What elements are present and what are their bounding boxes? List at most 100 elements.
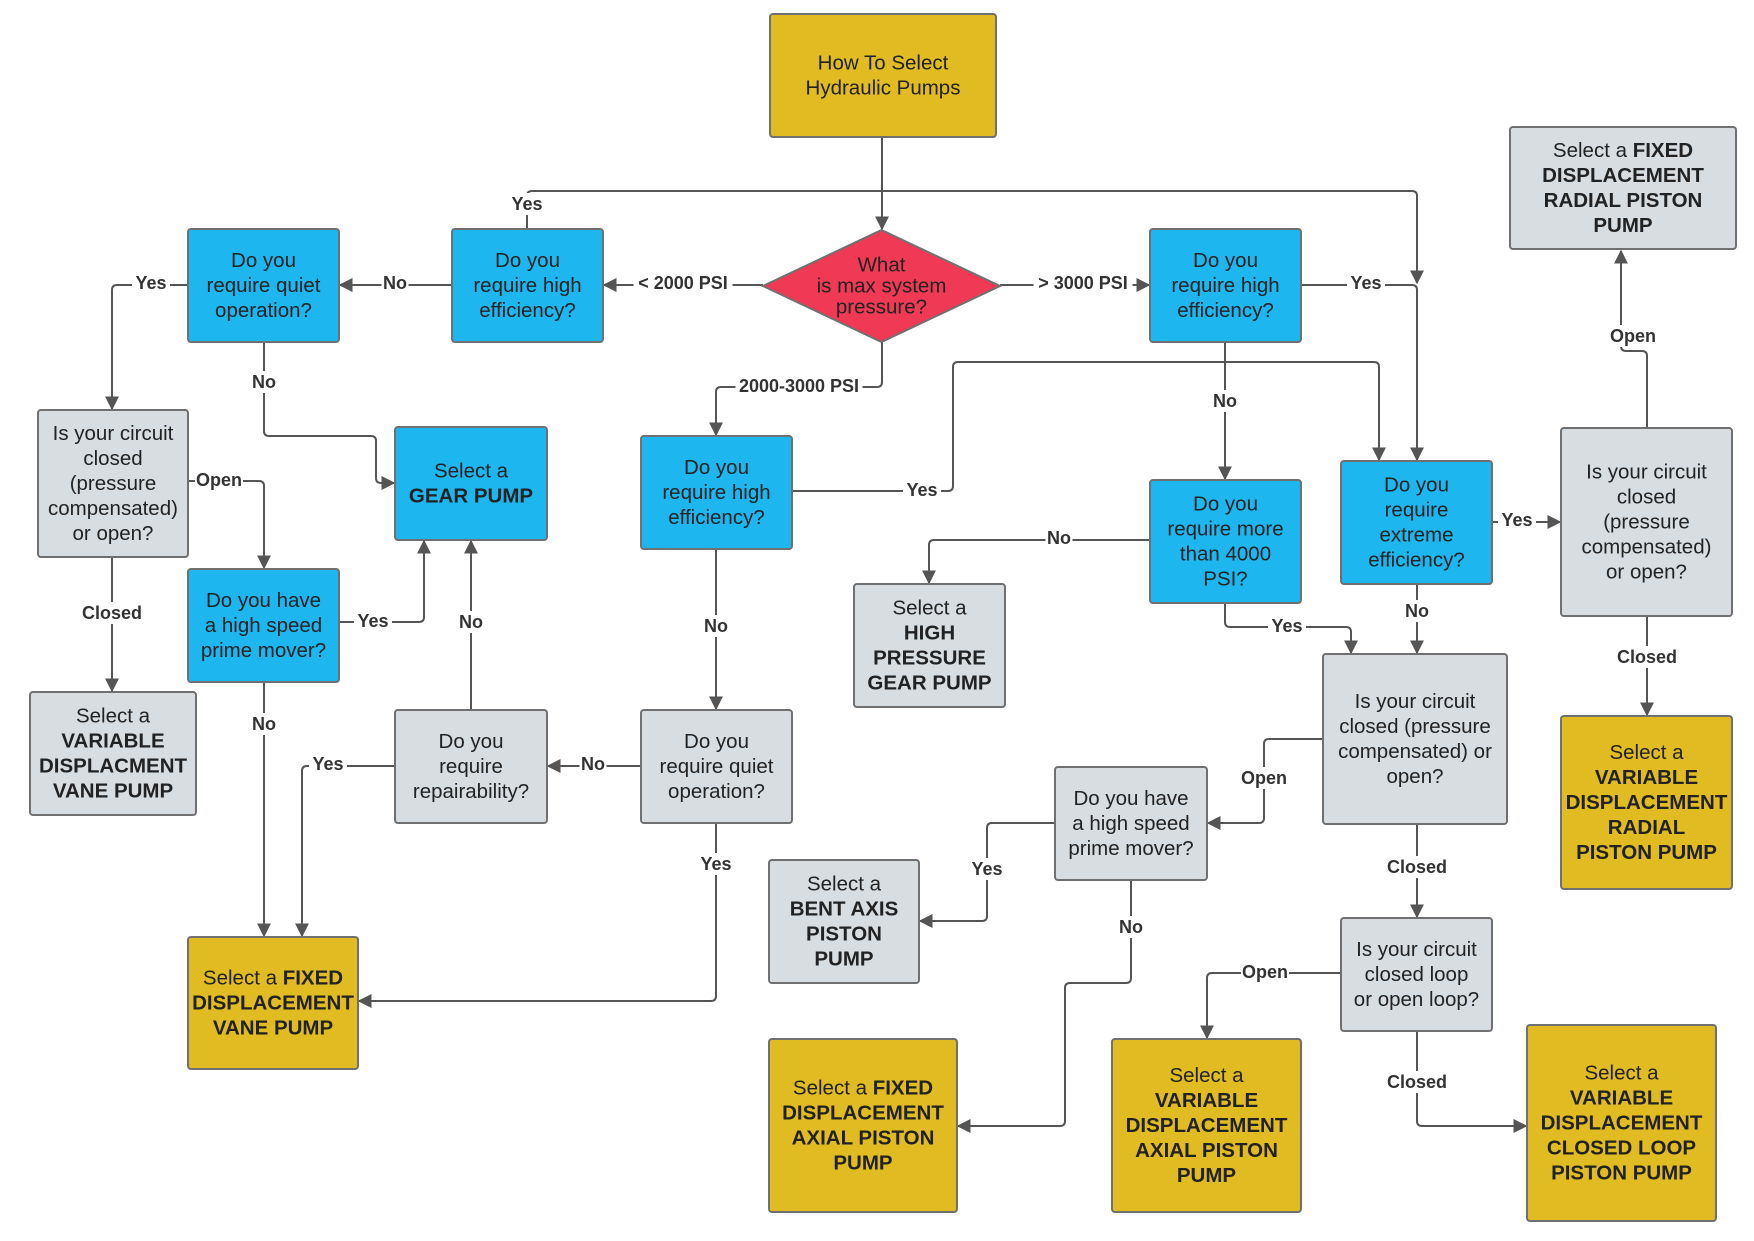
edge-label-e-high: > 3000 PSI bbox=[1033, 272, 1133, 294]
edge-e-speedright-no bbox=[956, 880, 1132, 1133]
edge-e-loop-open bbox=[1200, 972, 1341, 1040]
svg-text:Yes: Yes bbox=[312, 754, 343, 774]
edge-e-effmid-yes bbox=[792, 361, 1386, 492]
edge-label-e-speedleft-no: No bbox=[250, 713, 278, 735]
edge-label-e-speedright-no: No bbox=[1117, 916, 1145, 938]
edge-label-e-effhigh-yes: Yes bbox=[1347, 272, 1385, 294]
svg-text:Yes: Yes bbox=[511, 194, 542, 214]
svg-text:No: No bbox=[1047, 528, 1071, 548]
edge-label-e-speedright-yes: Yes bbox=[968, 858, 1006, 880]
svg-text:Yes: Yes bbox=[357, 611, 388, 631]
svg-text:Open: Open bbox=[196, 470, 242, 490]
svg-text:< 2000 PSI: < 2000 PSI bbox=[638, 273, 728, 293]
edge-label-e-circleft-closed: Closed bbox=[77, 602, 147, 624]
svg-text:Closed: Closed bbox=[1617, 647, 1677, 667]
svg-text:No: No bbox=[252, 714, 276, 734]
edge-e-circright-open bbox=[1614, 249, 1648, 428]
svg-text:Closed: Closed bbox=[82, 603, 142, 623]
edge-label-e-quietmid-no: No bbox=[579, 753, 607, 775]
svg-text:Open: Open bbox=[1241, 768, 1287, 788]
edge-e-4000-no bbox=[922, 539, 1150, 585]
edge-e-repair-yes bbox=[295, 765, 395, 938]
edge-e-circleft-open bbox=[188, 480, 271, 570]
edge-label-e-effhigh-no: No bbox=[1211, 390, 1239, 412]
svg-text:Yes: Yes bbox=[700, 854, 731, 874]
svg-text:Closed: Closed bbox=[1387, 1072, 1447, 1092]
svg-text:No: No bbox=[459, 612, 483, 632]
svg-text:Open: Open bbox=[1242, 962, 1288, 982]
svg-text:No: No bbox=[1213, 391, 1237, 411]
edge-label-e-extreme-yes: Yes bbox=[1498, 509, 1536, 531]
edge-label-e-circright-open: Open bbox=[1609, 325, 1657, 347]
edge-label-e-quietmid-yes: Yes bbox=[697, 853, 735, 875]
svg-text:Closed: Closed bbox=[1387, 857, 1447, 877]
edge-label-e-circleft-open: Open bbox=[195, 469, 243, 491]
edge-label-e-loop-open: Open bbox=[1241, 961, 1289, 983]
edge-e-loop-closed bbox=[1416, 1031, 1528, 1133]
svg-text:Yes: Yes bbox=[1271, 616, 1302, 636]
edge-label-e-repair-yes: Yes bbox=[309, 753, 347, 775]
svg-text:Yes: Yes bbox=[135, 273, 166, 293]
edge-label-e-effmid-yes: Yes bbox=[903, 479, 941, 501]
edge-label-e-efflow-no: No bbox=[381, 272, 409, 294]
edge-e-effhigh-yes bbox=[1301, 284, 1424, 462]
edge-label-e-loop-closed: Closed bbox=[1382, 1071, 1452, 1093]
edge-label-e-4000-no: No bbox=[1045, 527, 1073, 549]
svg-text:Open: Open bbox=[1610, 326, 1656, 346]
svg-text:2000-3000 PSI: 2000-3000 PSI bbox=[739, 376, 859, 396]
edge-label-e-speedleft-yes: Yes bbox=[354, 610, 392, 632]
edge-e-quietlow-yes bbox=[105, 284, 188, 411]
edge-label-e-efflow-yes: Yes bbox=[508, 193, 546, 215]
svg-text:No: No bbox=[383, 273, 407, 293]
edge-label-e-low: < 2000 PSI bbox=[633, 272, 733, 294]
edge-label-e-repair-no: No bbox=[457, 611, 485, 633]
edge-label-e-4000-yes: Yes bbox=[1268, 615, 1306, 637]
edge-label-e-quietlow-no: No bbox=[250, 371, 278, 393]
svg-text:No: No bbox=[1119, 917, 1143, 937]
edge-e-quietlow-no bbox=[263, 342, 396, 490]
edge-label-e-quietlow-yes: Yes bbox=[132, 272, 170, 294]
svg-text:Yes: Yes bbox=[1350, 273, 1381, 293]
edge-label-e-circmid-closed: Closed bbox=[1382, 856, 1452, 878]
